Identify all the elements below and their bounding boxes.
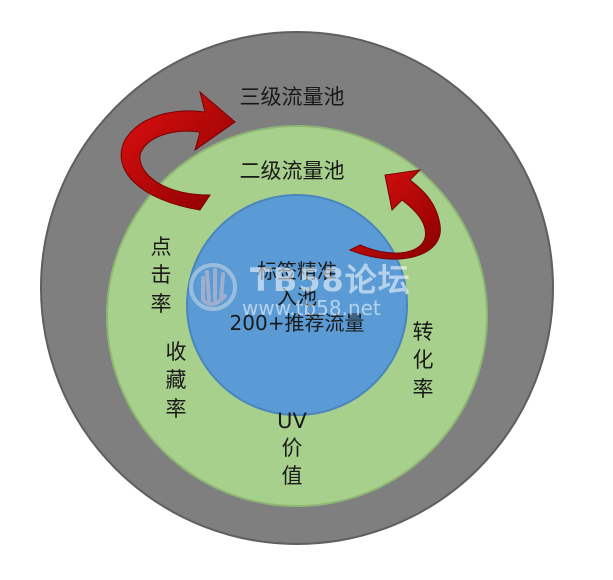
uv-value-label: UV 价 值 [277,409,307,488]
outer-pool-label: 三级流量池 [239,85,345,109]
click-rate-label: 点 击 率 [150,235,172,316]
upgrade-arrow-right [348,169,441,260]
upgrade-arrow-left [120,90,236,211]
middle-pool-label: 二级流量池 [239,159,345,183]
watermark-logo-icon [189,263,237,311]
inner-pool-label: 标签精准 入池 200+推荐流量 [229,259,365,335]
conversion-rate-label: 转 化 率 [412,320,434,401]
favorite-rate-label: 收 藏 率 [165,340,187,421]
